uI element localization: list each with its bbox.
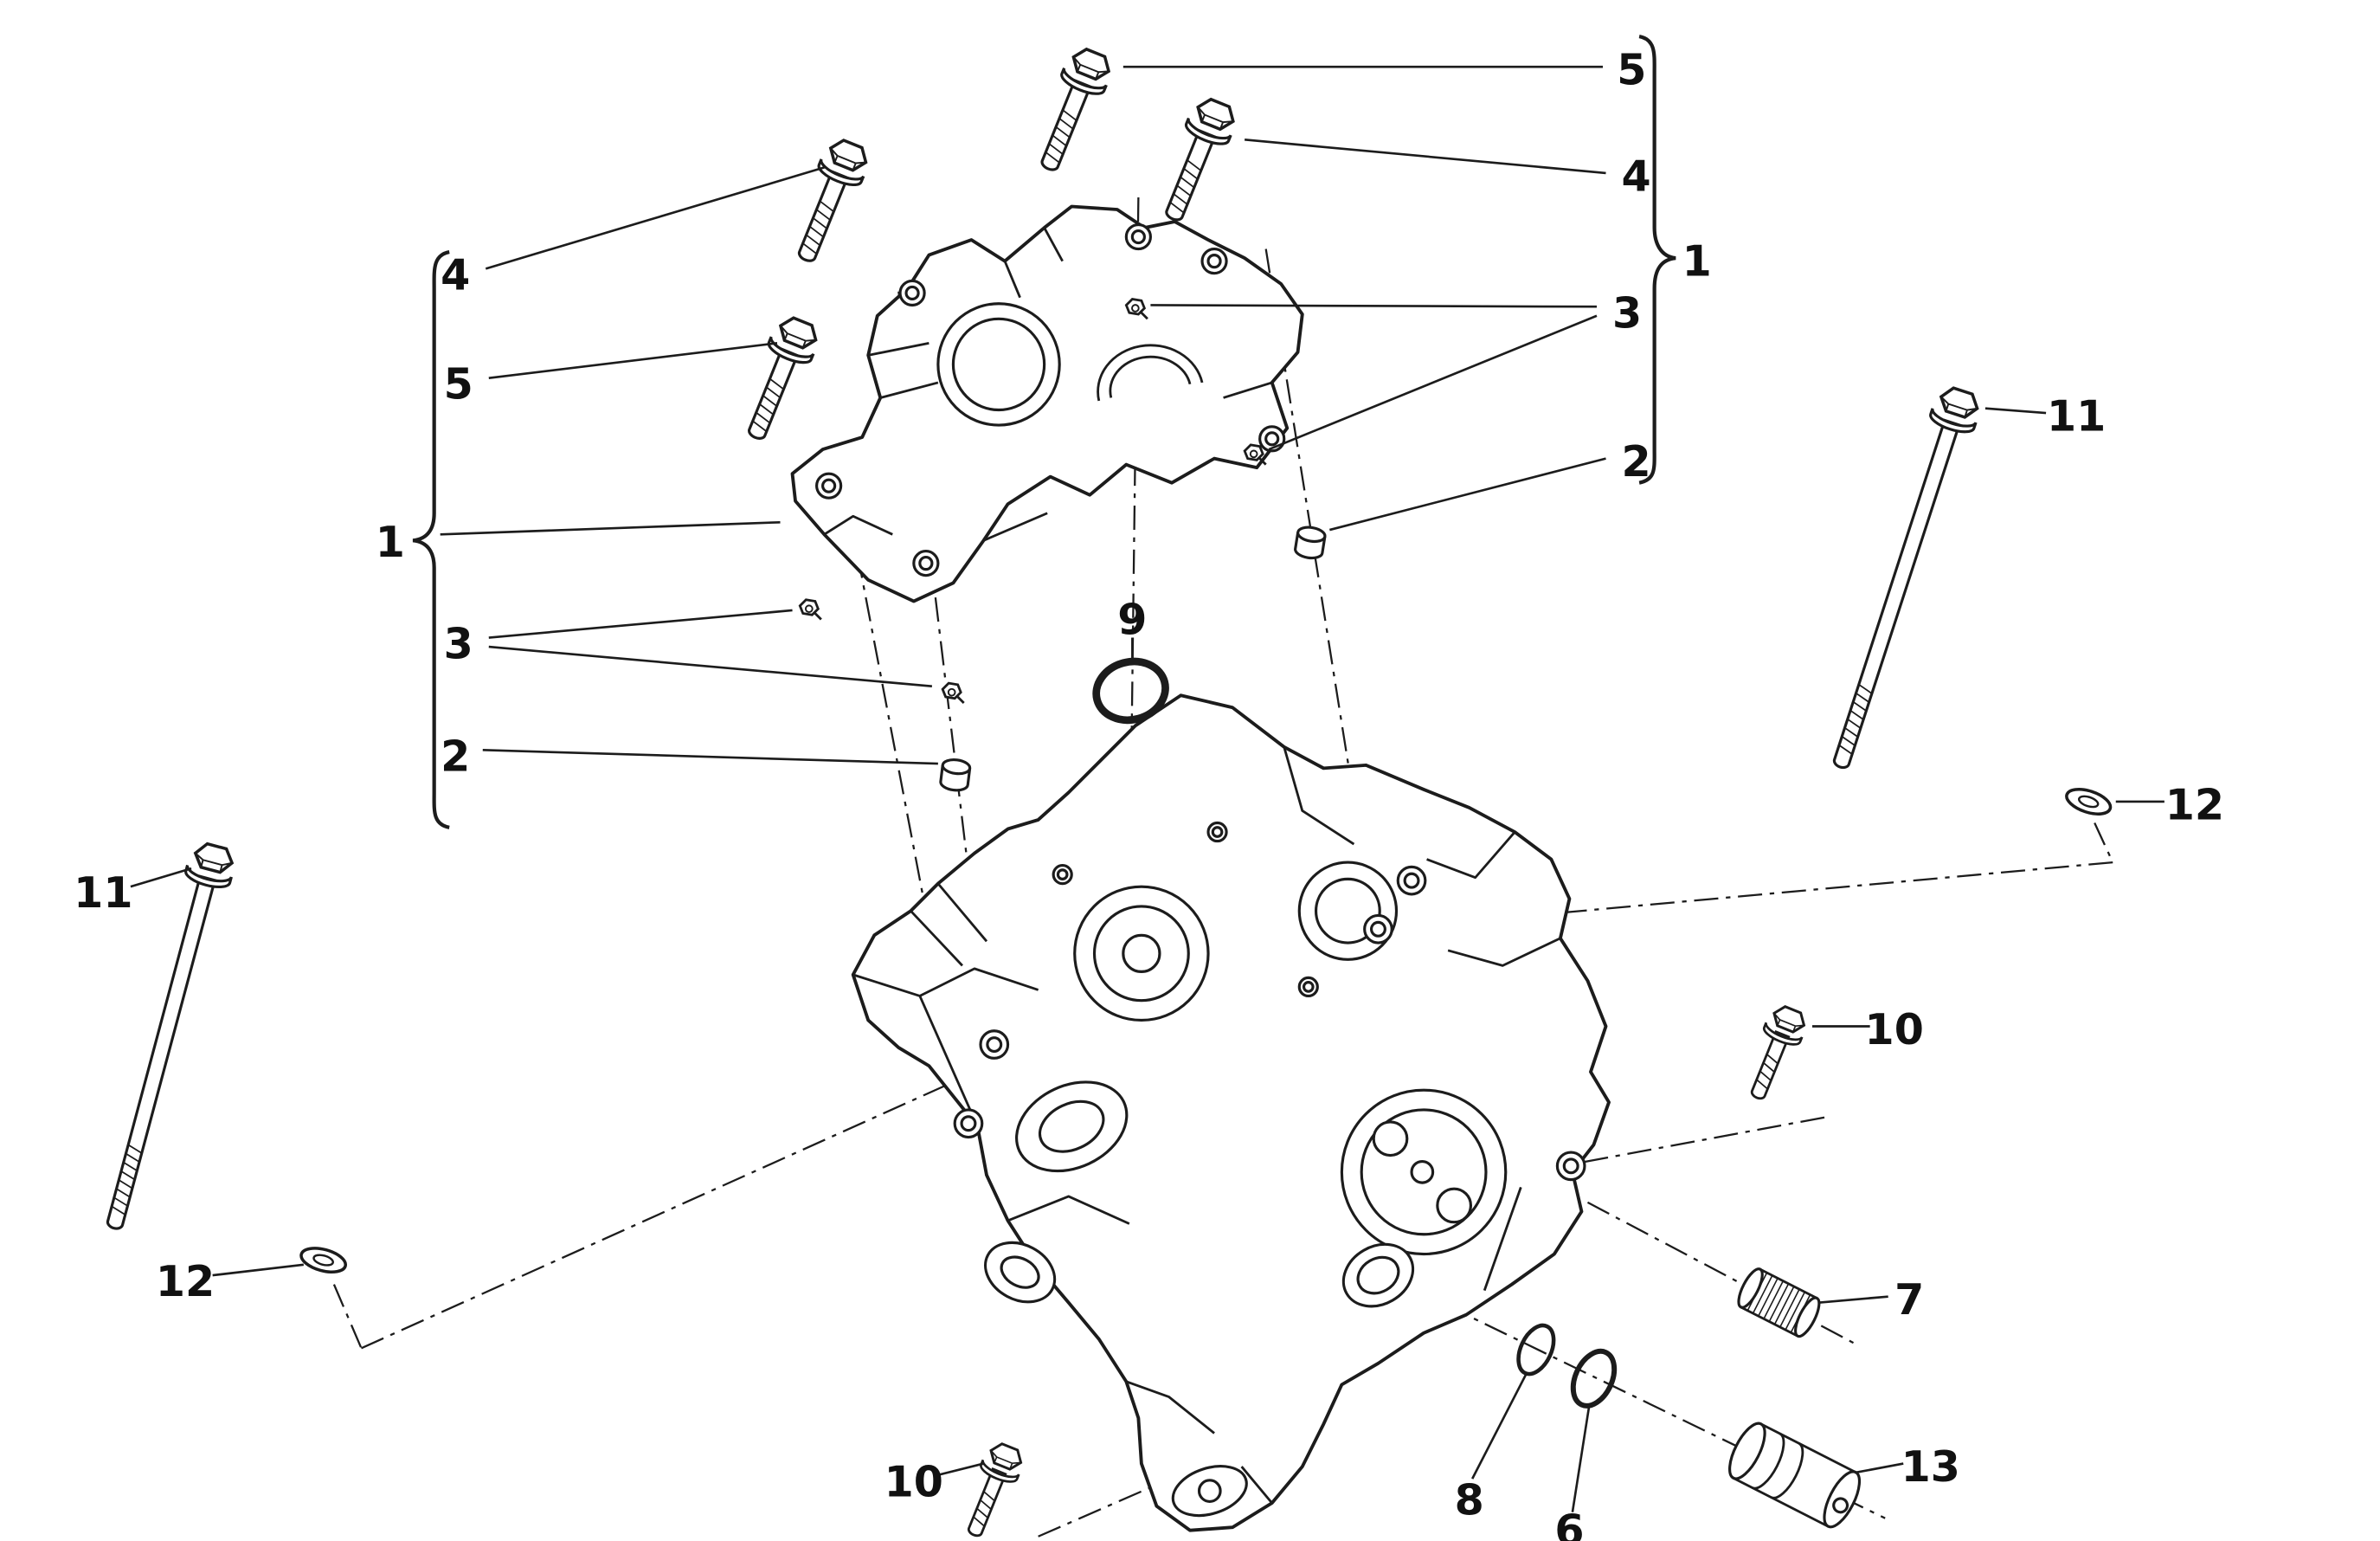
leader-4-left: [485, 165, 827, 270]
leader-3-left-a: [488, 609, 793, 639]
bolt-10-bottom: [955, 1440, 1027, 1541]
cam-carrier-drawing: [790, 204, 1304, 603]
flange-bolt-4-left: [784, 135, 873, 268]
head-left-port-opening: [1015, 1080, 1129, 1173]
callout-8: 8: [1455, 1475, 1484, 1525]
bolt-10-right: [1739, 1003, 1811, 1106]
flange-bolt-4-right: [1151, 94, 1240, 228]
callout-3-right: 3: [1612, 287, 1642, 338]
center-line-bolt-10-bottom: [1038, 1484, 1157, 1538]
callout-1-left: 1: [376, 517, 405, 567]
o-ring-8: [1516, 1323, 1556, 1377]
callout-4-right: 4: [1622, 151, 1651, 201]
leader-11-right: [1984, 407, 2047, 415]
carrier-edge-lines: [823, 227, 1273, 542]
long-cylinder-bolt-11-right: [1818, 384, 1984, 774]
leader-6: [1571, 1405, 1591, 1512]
washer-12-right: [2062, 783, 2115, 821]
center-line-bolt-10-right: [1578, 1116, 1825, 1164]
center-line-long-bolt-left: [332, 1077, 963, 1350]
head-center-bore: [1073, 885, 1210, 1022]
head-bolt-boss: [953, 1108, 984, 1139]
callout-1-right: 1: [1682, 236, 1712, 287]
callout-12-left: 12: [156, 1256, 215, 1306]
leader-12-left: [212, 1263, 304, 1277]
carrier-bolt-boss: [898, 279, 926, 307]
center-line-bushing: [1586, 1201, 1859, 1346]
carrier-bolt-boss: [1124, 222, 1152, 251]
center-line-bolt-c: [1264, 248, 1375, 924]
leader-1-left: [440, 520, 781, 536]
leader-7: [1817, 1295, 1888, 1304]
head-foot-detail: [1171, 1465, 1248, 1518]
leader-13: [1854, 1462, 1904, 1474]
leader-5-left: [488, 342, 778, 379]
head-bolt-boss: [1363, 913, 1393, 945]
head-deck-hole: [1052, 864, 1073, 886]
callout-11-left: 11: [74, 867, 132, 918]
callout-6: 6: [1554, 1506, 1584, 1541]
callout-13: 13: [1901, 1441, 1960, 1492]
leader-lines: [130, 65, 2165, 1512]
head-deck-hole: [1206, 821, 1228, 843]
needle-bushing-7: [1737, 1267, 1821, 1338]
leader-3-right-a: [1150, 304, 1597, 308]
callout-labels: 5 4 1 3 2 11 12 4 5 1 3 2 9 11 12 10 7 1…: [74, 45, 2224, 1541]
carrier-journal-saddle: [1097, 344, 1204, 402]
flange-bolt-5-left: [734, 313, 823, 446]
tensioner-body-13: [1728, 1422, 1862, 1529]
leader-2-left: [482, 749, 938, 765]
head-bolt-boss: [1396, 865, 1427, 896]
callout-3-left: 3: [444, 619, 473, 669]
head-edge-lines: [852, 746, 1561, 1505]
leader-3-right-b: [1268, 314, 1598, 451]
callout-5-top: 5: [1617, 45, 1646, 95]
callout-10-right: 10: [1865, 1004, 1924, 1054]
head-right-bore: [1297, 861, 1399, 961]
washer-12-left: [297, 1242, 350, 1278]
carrier-bolt-boss: [1200, 248, 1228, 275]
o-ring-9: [1092, 657, 1169, 725]
dowel-bush-2-left: [938, 757, 973, 794]
dowel-bush-2-right: [1292, 524, 1328, 562]
head-bolt-boss: [979, 1029, 1010, 1060]
callout-11-right: 11: [2047, 391, 2106, 442]
callout-7: 7: [1894, 1274, 1924, 1325]
group-brace-right: [1638, 35, 1676, 485]
leader-2-right: [1329, 457, 1606, 532]
carrier-bolt-boss: [912, 550, 940, 577]
leader-8: [1471, 1371, 1528, 1480]
carrier-bolt-boss: [815, 472, 843, 500]
head-deck-hole: [1297, 976, 1319, 998]
callout-4-left: 4: [441, 249, 470, 300]
callout-2-left: 2: [441, 731, 470, 781]
center-line-long-bolt-right: [1380, 822, 2114, 931]
head-bolt-boss: [1555, 1151, 1586, 1182]
cylinder-head-drawing: [851, 693, 1611, 1532]
o-ring-6: [1570, 1348, 1618, 1409]
callout-10-bottom: 10: [884, 1457, 943, 1507]
stud-3-lower: [941, 681, 966, 705]
group-brace-left: [412, 250, 450, 829]
callout-12-right: 12: [2165, 779, 2224, 829]
leader-4-right: [1245, 139, 1606, 175]
head-combustion-chamber: [1340, 1088, 1508, 1256]
leader-10-bottom: [935, 1462, 984, 1477]
carrier-cam-bore: [936, 302, 1061, 427]
flange-bolt-5-top: [1027, 44, 1116, 177]
stud-3-left: [798, 598, 823, 621]
head-exhaust-port: [983, 1241, 1057, 1304]
callout-5-left: 5: [444, 359, 473, 409]
head-tensioner-bore: [1341, 1242, 1415, 1308]
callout-9: 9: [1117, 595, 1147, 645]
head-outline: [851, 693, 1611, 1532]
callout-2-right: 2: [1622, 436, 1651, 487]
leader-3-left-b: [488, 645, 932, 687]
leader-11-left: [130, 867, 192, 888]
